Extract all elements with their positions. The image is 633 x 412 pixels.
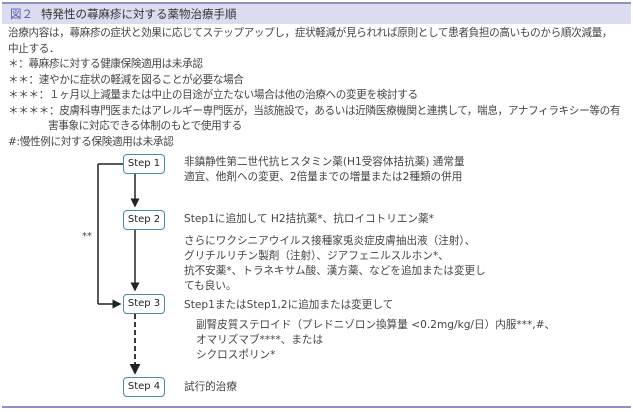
step-text-line: 適宜、他剤への変更、2倍量までの増量または2種類の併用 — [184, 171, 463, 183]
note-line: 治療内容は，蕁麻疹の症状と効果に応じてステップアップし，症状軽減が見られれば原則… — [8, 27, 613, 39]
note-line: 害事象に対応できる体制のもとで使用する — [48, 120, 242, 132]
bracket-label: ** — [82, 231, 92, 242]
step-3-subtext: 副腎皮質ステロイド（プレドニゾロン換算量 <0.2mg/kg/日）内服***,#… — [196, 318, 555, 363]
step-1-text: 非鎮静性第二世代抗ヒスタミン薬(H1受容体拮抗薬) 通常量 適宜、他剤への変更、… — [184, 155, 465, 185]
step-text-line: オマリズマブ****、または — [196, 334, 324, 346]
step-text-line: 副腎皮質ステロイド（プレドニゾロン換算量 <0.2mg/kg/日）内服***,#… — [196, 319, 556, 331]
step-2-subtext: さらにワクシニアウイルス接種家兎炎症皮膚抽出液（注射）、 グリチルリチン製剤（注… — [184, 234, 486, 294]
step-3-box: Step 3 — [123, 294, 165, 314]
figure-frame — [2, 2, 631, 408]
step-4-box: Step 4 — [123, 377, 165, 397]
step-2-box: Step 2 — [123, 210, 165, 230]
note-line: ＊：蕁麻疹に対する健康保険適用は未承認 — [8, 58, 203, 70]
note-line: ＊＊＊＊：皮膚科専門医またはアレルギー専門医が，当該施設で，あるいは近隣医療機関… — [8, 104, 621, 117]
step-text-line: 抗不安薬*、トラネキサム酸、漢方薬、などを追加または変更し — [184, 265, 486, 277]
step-text-line: 非鎮静性第二世代抗ヒスタミン薬(H1受容体拮抗薬) 通常量 — [184, 156, 465, 168]
step-4-text: 試行的治療 — [184, 381, 237, 393]
step-text-line: ても良い。 — [184, 280, 237, 292]
note-line: ＊＊：速やかに症状の軽減を図ることが必要な場合 — [8, 73, 244, 86]
figure-label: 図２ — [10, 7, 33, 21]
step-text-line: シクロスポリン* — [196, 349, 276, 361]
figure-title: 特発性の蕁麻疹に対する薬物治療手順 — [41, 7, 237, 21]
step-text-line: さらにワクシニアウイルス接種家兎炎症皮膚抽出液（注射）、 — [184, 235, 476, 247]
step-3-text: Step1またはStep1,2に追加または変更して — [184, 299, 394, 311]
note-line: ＊＊＊：１ヶ月以上減量または中止の目途が立たない場合は他の治療への変更を検討する — [8, 89, 418, 101]
notes: 治療内容は，蕁麻疹の症状と効果に応じてステップアップし，症状軽減が見られれば原則… — [8, 26, 630, 150]
step-2-text: Step1に追加して H2拮抗薬*、抗ロイコトリエン薬* — [184, 213, 434, 225]
note-line: #:慢性例に対する保険適用は未承認 — [8, 135, 174, 148]
step-1-box: Step 1 — [123, 154, 165, 174]
step-text-line: グリチルリチン製剤（注射）、ジアフェニルスルホン*、 — [184, 250, 449, 262]
note-line: 中止する． — [8, 42, 60, 55]
figure-header: 図２ 特発性の蕁麻疹に対する薬物治療手順 — [2, 4, 631, 24]
